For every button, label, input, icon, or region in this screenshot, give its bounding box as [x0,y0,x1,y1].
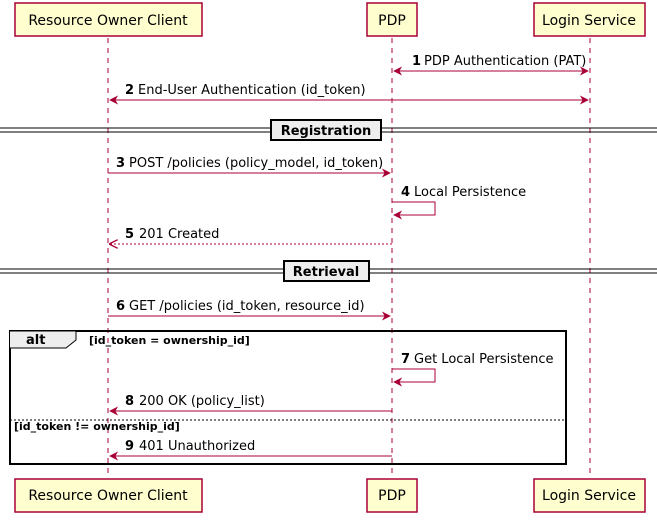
message-6: 6 GET /policies (id_token, resource_id) [108,299,391,321]
message-number: 1 [412,54,421,69]
message-number: 7 [401,352,410,367]
participant-login-top: Login Service [533,2,646,37]
message-5: 5 201 Created [110,227,392,244]
alt-condition-2: [id_token != ownership_id] [14,420,180,433]
divider-retrieval: Retrieval [0,260,657,282]
participant-client-top: Resource Owner Client [14,2,203,37]
message-number: 6 [116,299,125,314]
message-number: 4 [401,185,410,200]
alt-fragment: alt [id_token = ownership_id] [id_token … [9,330,567,465]
message-number: 5 [125,227,134,242]
alt-label: alt [26,333,45,348]
message-1: 1 PDP Authentication (PAT) [393,54,589,76]
participant-label: PDP [378,488,406,504]
message-label: End-User Authentication (id_token) [138,83,366,98]
message-number: 9 [125,439,134,454]
message-label: Get Local Persistence [414,352,553,367]
message-2: 2 End-User Authentication (id_token) [109,83,589,105]
participant-label: Login Service [542,13,636,29]
message-3: 3 POST /policies (policy_model, id_token… [108,156,391,178]
divider-label: Retrieval [293,265,359,280]
message-9: 9 401 Unauthorized [109,439,392,461]
participant-pdp-bottom: PDP [366,478,418,513]
message-number: 8 [125,394,134,409]
message-label: 200 OK (policy_list) [139,394,265,409]
participant-label: PDP [378,13,406,29]
message-8: 8 200 OK (policy_list) [109,394,392,416]
message-number: 2 [125,83,134,98]
participant-label: Resource Owner Client [28,488,188,504]
participant-label: Resource Owner Client [28,13,188,29]
divider-registration: Registration [0,119,657,141]
alt-condition-1: [id_token = ownership_id] [89,334,250,347]
message-label: 201 Created [139,227,219,242]
participant-pdp-top: PDP [366,2,418,37]
message-label: PDP Authentication (PAT) [424,54,586,69]
divider-label: Registration [281,124,372,139]
message-7: 7 Get Local Persistence [392,352,553,387]
message-label: POST /policies (policy_model, id_token) [129,156,383,171]
message-4: 4 Local Persistence [392,185,526,220]
message-label: 401 Unauthorized [139,439,255,454]
message-label: GET /policies (id_token, resource_id) [129,299,365,314]
participant-label: Login Service [542,488,636,504]
participant-login-bottom: Login Service [533,478,646,513]
message-label: Local Persistence [414,185,526,200]
message-number: 3 [116,156,125,171]
participant-client-bottom: Resource Owner Client [14,478,203,513]
